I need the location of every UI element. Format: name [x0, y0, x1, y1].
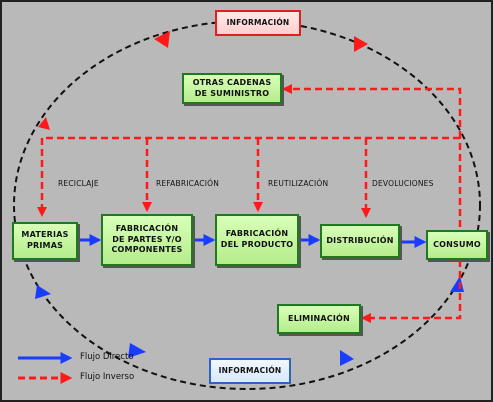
legend-direct-label: Flujo Directo	[80, 352, 134, 362]
otras-cadenas-box: OTRAS CADENAS DE SUMINISTRO	[182, 73, 282, 104]
cycle-arrow-bottom-left	[128, 343, 146, 358]
materias-primas-label: MATERIAS PRIMAS	[21, 230, 69, 250]
otras-cadenas-label: OTRAS CADENAS DE SUMINISTRO	[192, 77, 272, 98]
distribucion-label: DISTRIBUCIÓN	[326, 235, 394, 245]
cycle-arrow-bottom-right	[340, 350, 354, 366]
reverse-to-otras-cadenas	[282, 84, 462, 138]
distribucion-box: DISTRIBUCIÓN	[320, 224, 400, 258]
cycle-arrow-top-left	[154, 31, 170, 48]
informacion-bottom-label: INFORMACIÓN	[218, 365, 282, 375]
cycle-arrow-right-lower	[450, 276, 464, 292]
label-reciclaje: RECICLAJE	[58, 179, 99, 188]
label-refabricacion: REFABRICACIÓN	[156, 179, 220, 188]
cycle-arrow-left-upper	[38, 117, 50, 130]
fabricacion-partes-box: FABRICACIÓN DE PARTES Y/O COMPONENTES	[101, 214, 193, 266]
consumo-label: CONSUMO	[433, 239, 481, 249]
legend-reverse-label: Flujo Inverso	[80, 372, 135, 382]
label-devoluciones: DEVOLUCIONES	[372, 179, 434, 188]
informacion-top-box: INFORMACIÓN	[215, 10, 301, 36]
informacion-top-label: INFORMACIÓN	[226, 17, 290, 27]
eliminacion-box: ELIMINACIÓN	[277, 304, 361, 334]
fabricacion-partes-label: FABRICACIÓN DE PARTES Y/O COMPONENTES	[111, 223, 183, 255]
eliminacion-label: ELIMINACIÓN	[288, 313, 350, 323]
fabricacion-producto-label: FABRICACIÓN DEL PRODUCTO	[220, 229, 294, 249]
materias-primas-box: MATERIAS PRIMAS	[12, 222, 78, 260]
cycle-arrow-left-lower	[35, 285, 51, 299]
label-reutilizacion: REUTILIZACIÓN	[268, 179, 329, 188]
consumo-box: CONSUMO	[426, 230, 488, 260]
fabricacion-producto-box: FABRICACIÓN DEL PRODUCTO	[215, 214, 299, 266]
cycle-arrow-top-right	[354, 36, 368, 52]
informacion-bottom-box: INFORMACIÓN	[209, 358, 291, 384]
reverse-to-eliminacion	[361, 260, 462, 323]
